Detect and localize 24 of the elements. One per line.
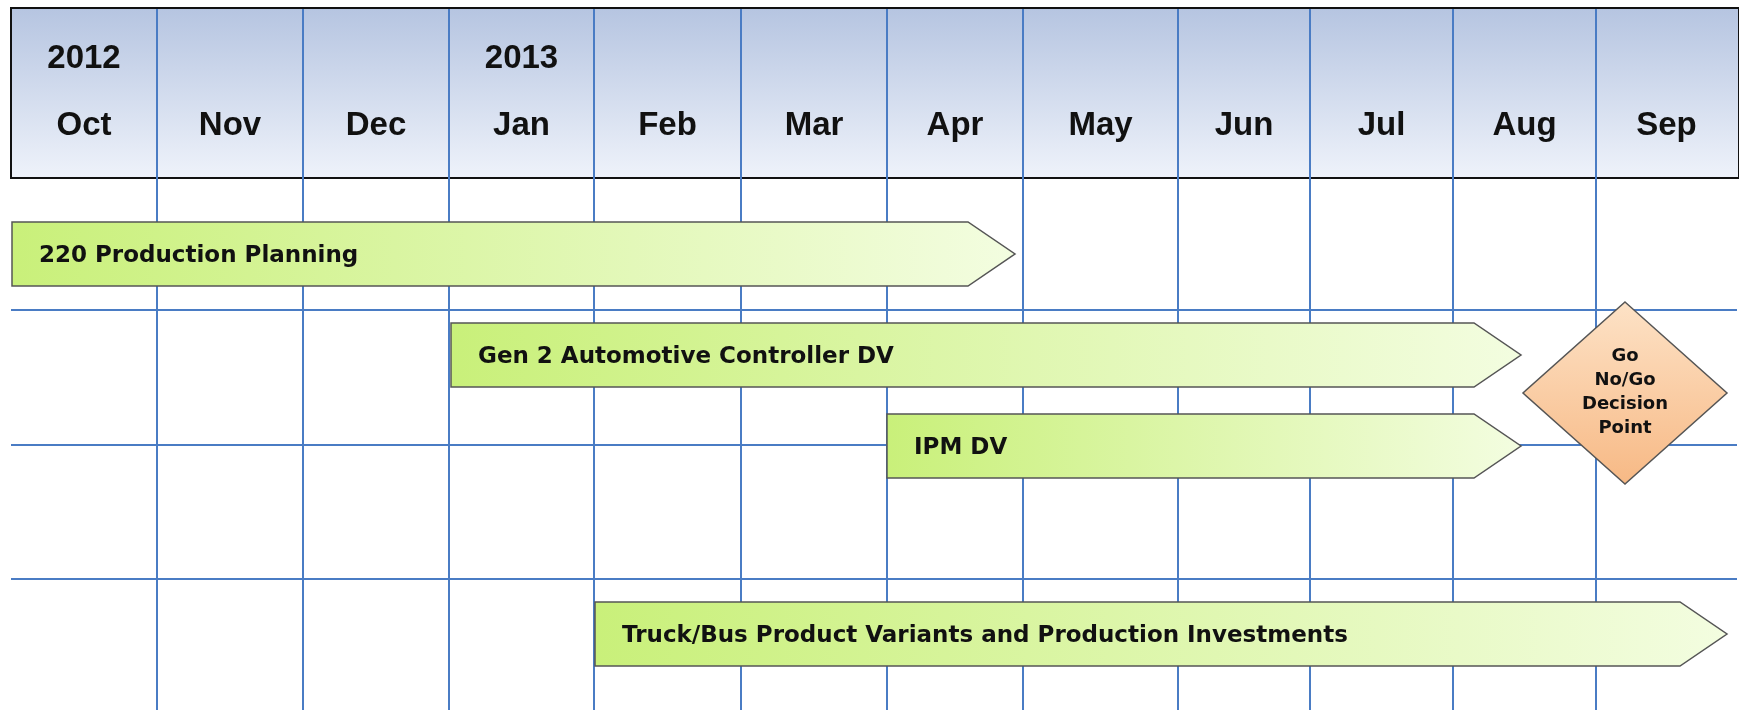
month-label: Jan xyxy=(492,105,551,143)
task-arrow-bar xyxy=(11,221,1016,287)
month-label: Apr xyxy=(925,105,985,143)
decision-label: Go No/Go Decision Point xyxy=(1580,343,1670,439)
month-label: Sep xyxy=(1635,105,1698,143)
month-label: Oct xyxy=(55,105,113,143)
task-label: Gen 2 Automotive Controller DV xyxy=(478,341,894,370)
decision-diamond xyxy=(1522,301,1728,485)
year-label: 2013 xyxy=(483,38,560,76)
month-label: Dec xyxy=(344,105,408,143)
task-arrow-bar xyxy=(886,413,1522,479)
month-label: Aug xyxy=(1491,105,1558,143)
month-label: Jul xyxy=(1356,105,1407,143)
month-label: Mar xyxy=(783,105,845,143)
month-label: May xyxy=(1067,105,1134,143)
task-label: Truck/Bus Product Variants and Production Investments xyxy=(622,620,1348,649)
month-label: Feb xyxy=(637,105,698,143)
month-label: Nov xyxy=(197,105,263,143)
task-arrow-bar xyxy=(594,601,1728,667)
month-label: Jun xyxy=(1213,105,1275,143)
task-label: 220 Production Planning xyxy=(39,240,359,269)
task-label: IPM DV xyxy=(914,432,1008,461)
year-label: 2012 xyxy=(46,38,122,76)
task-arrow-bar xyxy=(450,322,1522,388)
